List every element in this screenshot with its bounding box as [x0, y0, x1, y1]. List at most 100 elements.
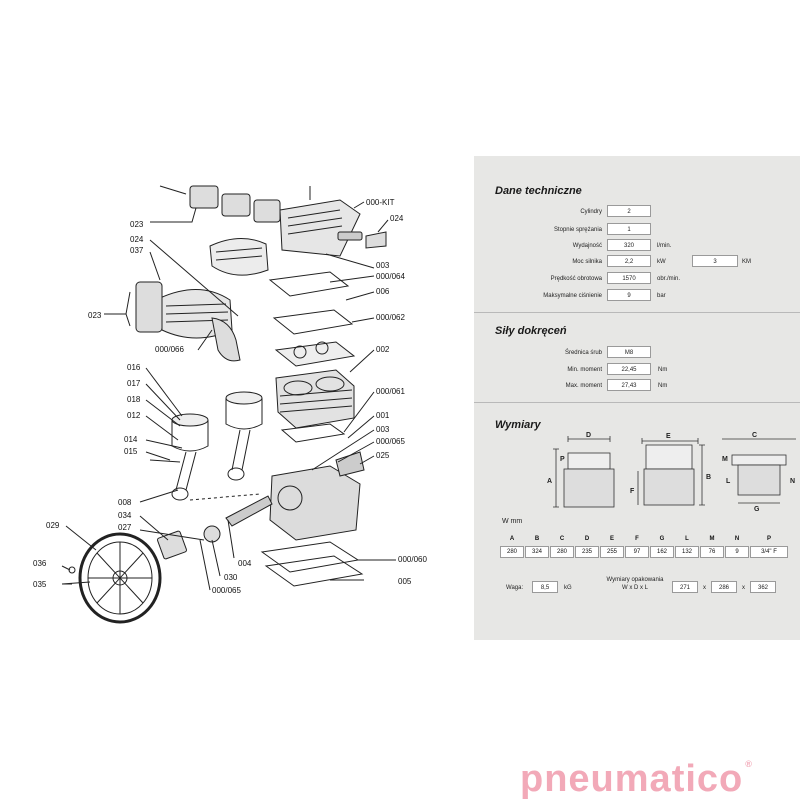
tech-unit: obr./min. — [657, 276, 681, 282]
divider — [474, 402, 800, 403]
valve-plate-part — [274, 341, 356, 367]
flywheel-part — [78, 532, 162, 624]
section-title-torque: Siły dokręceń — [495, 325, 567, 337]
tech-value: 2 — [607, 205, 651, 217]
divider — [474, 312, 800, 313]
dim-header: C — [559, 536, 565, 542]
part-label-005: 005 — [398, 577, 412, 586]
part-label-024: 024 — [390, 214, 404, 223]
part-label-029: 029 — [46, 521, 60, 530]
part-label-000-062: 000/062 — [376, 313, 405, 322]
part-label-003: 003 — [376, 425, 390, 434]
dims-unit-label: W mm — [502, 518, 523, 525]
dim-value: 132 — [675, 546, 699, 558]
pack-times: x — [703, 585, 706, 591]
part-label-023: 023 — [88, 311, 102, 320]
tech-label: Stopnie sprężania — [553, 227, 602, 233]
part-label-008: 008 — [118, 498, 132, 507]
pack-times: x — [742, 585, 745, 591]
part-label-034: 034 — [118, 511, 132, 520]
part-label-001: 001 — [376, 411, 390, 420]
dim-value: 280 — [550, 546, 574, 558]
dim-drawing-label: C — [752, 432, 757, 439]
dim-drawing-label: N — [790, 478, 795, 485]
part-label-002: 002 — [376, 345, 390, 354]
gasket-part — [272, 309, 354, 335]
part-label-012: 012 — [127, 411, 141, 420]
tech-value: 1 — [607, 223, 651, 235]
part-label-000-064: 000/064 — [376, 272, 405, 281]
pack-value: 286 — [711, 581, 737, 593]
tech-value: 2,2 — [607, 255, 651, 267]
connecting-rod-part — [175, 451, 197, 491]
brand-logo: pneumatico® — [520, 758, 753, 800]
part-label-004: 004 — [238, 559, 252, 568]
dim-header: E — [609, 536, 614, 542]
pack-label-sub: W x D x L — [621, 585, 648, 591]
part-label-027: 027 — [118, 523, 132, 532]
tech-label: Moc silnika — [572, 259, 602, 265]
part-label-000-065: 000/065 — [376, 437, 405, 446]
torque-unit: Nm — [658, 383, 668, 389]
weight-value: 8,5 — [532, 581, 558, 593]
dim-header: D — [584, 536, 590, 542]
dim-value: 3/4" F — [750, 546, 788, 558]
torque-value: 27,43 — [607, 379, 651, 391]
part-label-018: 018 — [127, 395, 141, 404]
tech-unit: bar — [657, 293, 666, 299]
exploded-parts-diagram: 000-KIT 024 023 024 037 003 000/064 006 … — [33, 185, 427, 624]
part-label-016: 016 — [127, 363, 141, 372]
dimension-drawings: D A P E B F C M L N G — [547, 432, 796, 513]
section-title-tech: Dane techniczne — [495, 185, 582, 197]
piston-part — [225, 391, 263, 405]
torque-unit: Nm — [658, 367, 668, 373]
registered-mark: ® — [745, 759, 753, 769]
tech-label: Maksymalne ciśnienie — [543, 293, 602, 299]
crankshaft-part — [225, 495, 273, 527]
valve-cap-part — [221, 193, 251, 217]
gasket-part — [268, 271, 350, 297]
tech-label: Prędkość obrotowa — [550, 276, 602, 282]
dim-header: M — [709, 536, 715, 542]
head-cover-part — [279, 199, 361, 257]
torque-value: M8 — [607, 346, 651, 358]
pack-label: Wymiary opakowania — [606, 577, 664, 583]
part-label-023: 023 — [130, 220, 144, 229]
tech-unit: kW — [657, 259, 666, 265]
dim-header: N — [734, 536, 740, 542]
part-label-036: 036 — [33, 559, 47, 568]
tech-value-km: 3 — [692, 255, 738, 267]
dim-value: 280 — [500, 546, 524, 558]
dim-header: A — [509, 536, 515, 542]
dim-drawing-label: F — [630, 488, 635, 495]
pack-value: 271 — [672, 581, 698, 593]
brand-name: pneumatico — [520, 758, 744, 800]
tech-unit: l/min. — [657, 243, 672, 249]
dim-header: L — [685, 536, 689, 542]
dim-header: F — [635, 536, 639, 542]
dim-drawing-label: M — [722, 456, 728, 463]
crankcase-part — [269, 465, 361, 541]
tech-label: Cylindry — [580, 209, 602, 215]
tech-label: Wydajność — [572, 243, 602, 249]
dim-drawing-label: G — [754, 506, 760, 513]
part-label-000-060: 000/060 — [398, 555, 427, 564]
tech-unit-km: KM — [742, 259, 751, 265]
valve-cap-part — [189, 185, 219, 209]
part-label-000-066: 000/066 — [155, 345, 184, 354]
dim-drawing-label: A — [547, 478, 552, 485]
part-label-014: 014 — [124, 435, 138, 444]
part-label-025: 025 — [376, 451, 390, 460]
base-gasket-part — [260, 541, 360, 573]
dim-value: 255 — [600, 546, 624, 558]
part-label-017: 017 — [127, 379, 141, 388]
dim-drawing-label: D — [586, 432, 591, 439]
head-cover-part — [209, 238, 269, 276]
filter-part — [337, 231, 363, 241]
connecting-rod-part — [231, 429, 251, 471]
spec-panel: Dane techniczne Cylindry 2 Stopnie spręż… — [474, 156, 800, 640]
part-label-006: 006 — [376, 287, 390, 296]
part-label-037: 037 — [130, 246, 144, 255]
tech-value: 9 — [607, 289, 651, 301]
dim-value: 235 — [575, 546, 599, 558]
